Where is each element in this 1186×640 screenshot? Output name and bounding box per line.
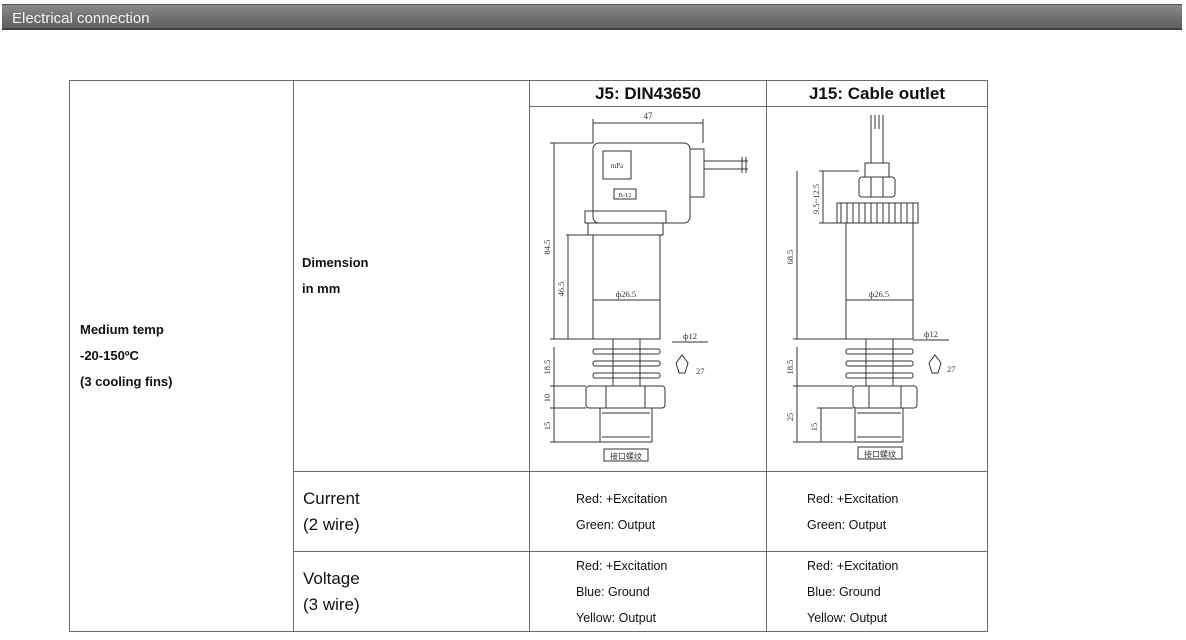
- voltage-j15-wiring: Red: +Excitation Blue: Ground Yellow: Ou…: [766, 551, 988, 632]
- j15-body-diameter: ф26.5: [869, 289, 889, 299]
- j5-thread-height: 15: [542, 422, 552, 431]
- j5-width-value: 47: [644, 111, 654, 121]
- section-header-bar: Electrical connection: [2, 4, 1182, 30]
- j15-dimension-drawing: ф26.5 ф12 27 接口螺纹: [785, 115, 956, 460]
- medium-temp-range: -20-150ºC: [80, 348, 139, 363]
- j15-fin-diameter: ф12: [924, 329, 938, 339]
- j5-drawing-cell: 47 mPa B-12 ф26.5: [529, 106, 767, 472]
- voltage-wire-count: (3 wire): [303, 594, 360, 614]
- current-j15-green: Green: Output: [807, 517, 887, 532]
- j15-hex-height: 25: [785, 413, 795, 422]
- j15-thread-note: 接口螺纹: [864, 449, 896, 459]
- column-header-j5: J5: DIN43650: [529, 80, 767, 107]
- j5-body-diameter: ф26.5: [616, 289, 636, 299]
- medium-temp-cell: Medium temp -20-150ºC (3 cooling fins): [69, 80, 294, 632]
- j15-body-height: 68.5: [785, 250, 795, 265]
- j5-hex-height: 10: [542, 394, 552, 403]
- j5-body-height: 46.5: [556, 282, 566, 297]
- current-j5-wiring: Red: +Excitation Green: Output: [529, 471, 767, 552]
- j15-fins-height: 18.5: [785, 360, 795, 375]
- dimension-unit: in mm: [302, 281, 341, 296]
- voltage-j5-yellow: Yellow: Output: [576, 610, 657, 625]
- column-header-j15: J15: Cable outlet: [766, 80, 988, 107]
- voltage-j5-red: Red: +Excitation: [576, 558, 668, 573]
- current-j15-red: Red: +Excitation: [807, 491, 899, 506]
- j15-thread-height: 15: [809, 423, 819, 432]
- j5-hex-size: 27: [696, 366, 705, 376]
- dimension-cell: Dimension in mm: [293, 80, 530, 472]
- j15-hex-size: 27: [947, 364, 956, 374]
- j5-dimension-drawing: 47 mPa B-12 ф26.5: [542, 111, 748, 462]
- dimension-label: Dimension: [302, 255, 369, 270]
- current-j5-red: Red: +Excitation: [576, 491, 668, 506]
- j5-total-height: 84.5: [542, 240, 552, 255]
- j5-thread-note: 接口螺纹: [610, 451, 642, 461]
- voltage-j5-blue: Blue: Ground: [576, 584, 650, 599]
- j5-fin-diameter: ф12: [683, 331, 697, 341]
- j5-fins-height: 18.5: [542, 360, 552, 375]
- j15-drawing-cell: ф26.5 ф12 27 接口螺纹: [766, 106, 988, 472]
- voltage-label-cell: Voltage (3 wire): [293, 551, 530, 632]
- j5-tag: B-12: [619, 192, 632, 199]
- current-j15-wiring: Red: +Excitation Green: Output: [766, 471, 988, 552]
- medium-temp-label: Medium temp: [80, 322, 164, 337]
- voltage-label: Voltage: [303, 568, 360, 588]
- current-label: Current: [303, 488, 360, 508]
- voltage-j15-yellow: Yellow: Output: [807, 610, 888, 625]
- voltage-j15-red: Red: +Excitation: [807, 558, 899, 573]
- current-j5-green: Green: Output: [576, 517, 656, 532]
- voltage-j5-wiring: Red: +Excitation Blue: Ground Yellow: Ou…: [529, 551, 767, 632]
- current-wire-count: (2 wire): [303, 514, 360, 534]
- cooling-fins-note: (3 cooling fins): [80, 374, 173, 389]
- j15-top-height: 9.5~12.5: [811, 184, 821, 214]
- current-label-cell: Current (2 wire): [293, 471, 530, 552]
- voltage-j15-blue: Blue: Ground: [807, 584, 881, 599]
- j5-connector-label: mPa: [611, 162, 624, 170]
- section-title: Electrical connection: [12, 10, 150, 27]
- spec-table: Medium temp -20-150ºC (3 cooling fins) D…: [69, 80, 988, 632]
